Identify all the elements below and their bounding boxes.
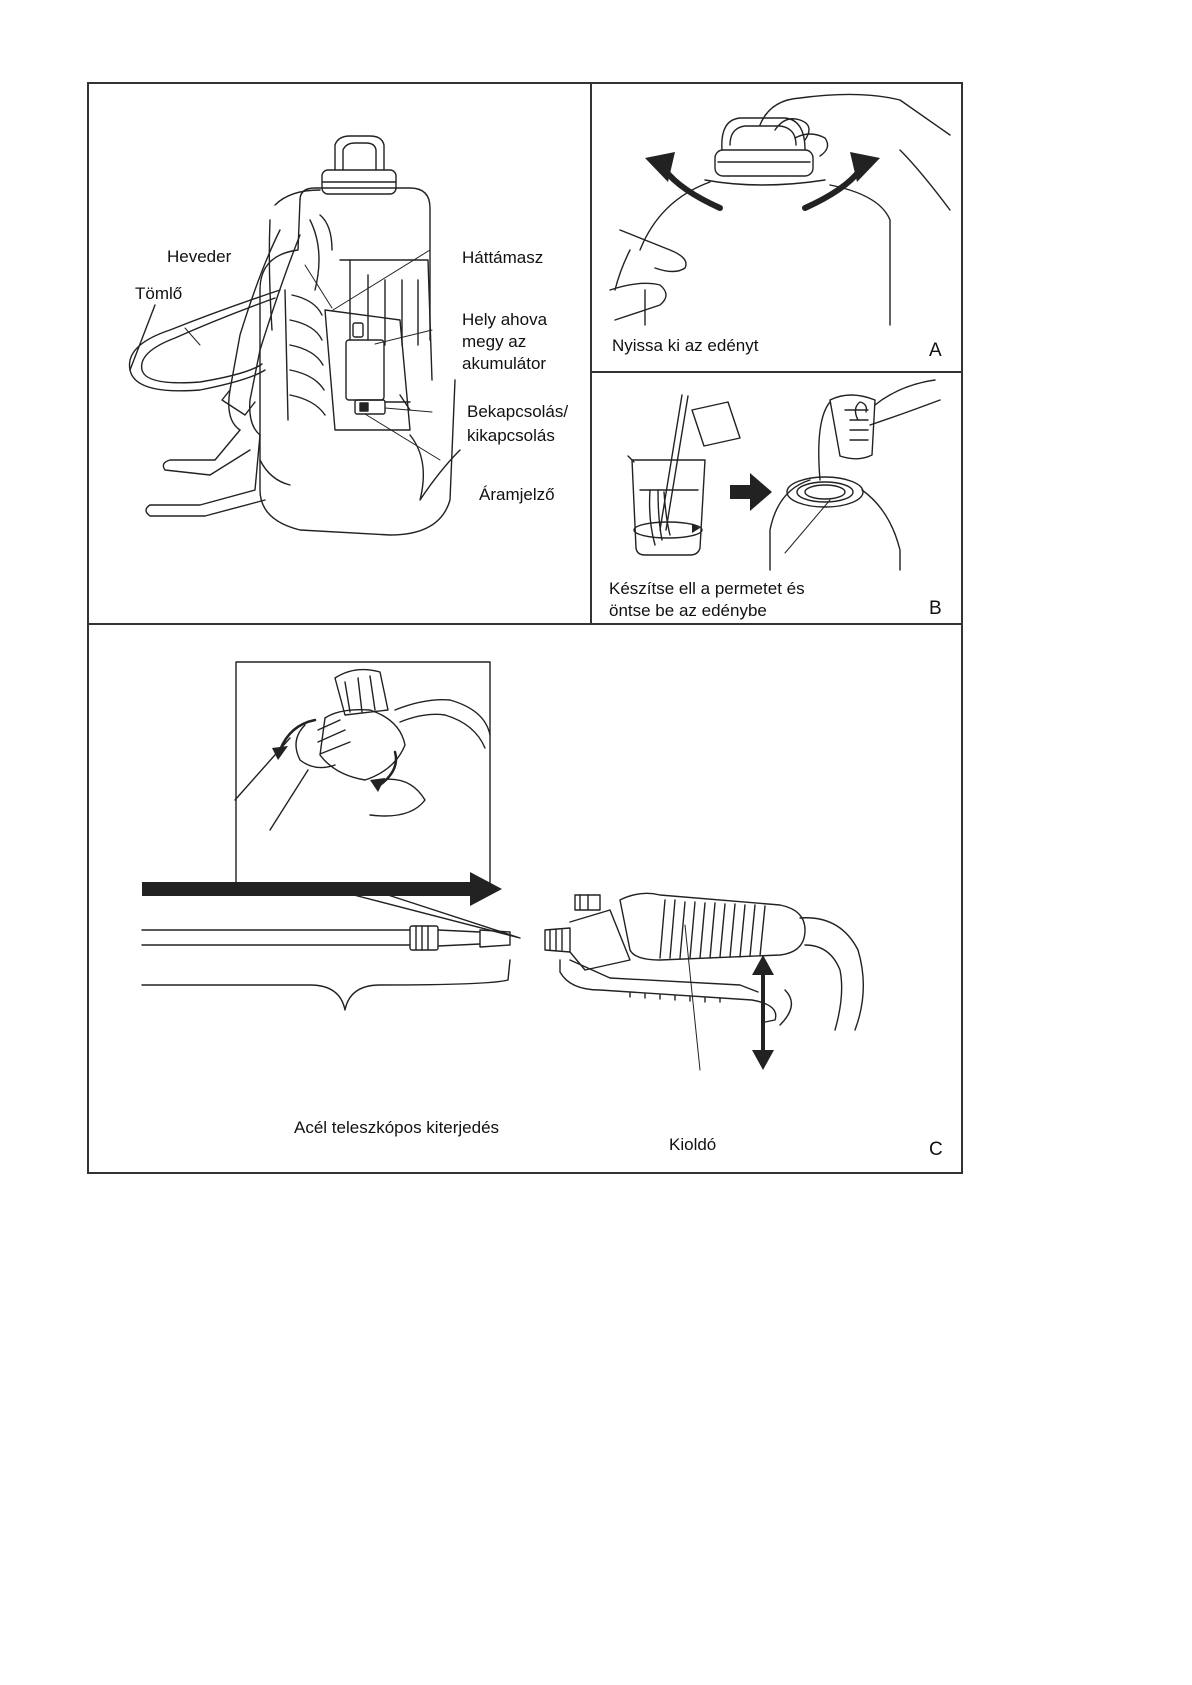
strap-label: Heveder — [167, 246, 231, 267]
panel-b-caption-line2: öntse be az edénybe — [609, 600, 767, 621]
panel-a-caption: Nyissa ki az edényt — [612, 335, 758, 356]
panel-a-letter: A — [929, 340, 942, 361]
open-container-illustration — [600, 90, 955, 335]
panel-b-caption-line1: Készítse ell a permetet és — [609, 578, 805, 599]
battery-place-label-line3: akumulátor — [462, 353, 546, 374]
battery-place-label-line1: Hely ahova — [462, 309, 547, 330]
power-switch-label-line1: Bekapcsolás/ — [467, 401, 568, 422]
backrest-label: Háttámasz — [462, 247, 543, 268]
divider-main-c — [87, 623, 963, 625]
battery-place-label-line2: megy az — [462, 331, 526, 352]
prepare-spray-illustration — [600, 380, 955, 570]
extension-label: Acél teleszkópos kiterjedés — [294, 1117, 499, 1138]
power-indicator-label: Áramjelző — [479, 484, 555, 505]
power-switch-label-line2: kikapcsolás — [467, 425, 555, 446]
panel-c-letter: C — [929, 1139, 943, 1160]
hose-label: Tömlő — [135, 283, 182, 304]
divider-ab — [590, 371, 963, 373]
panel-b-letter: B — [929, 598, 942, 619]
trigger-label: Kioldó — [669, 1134, 716, 1155]
lance-assembly-illustration — [140, 660, 940, 1160]
divider-vertical — [590, 82, 592, 624]
